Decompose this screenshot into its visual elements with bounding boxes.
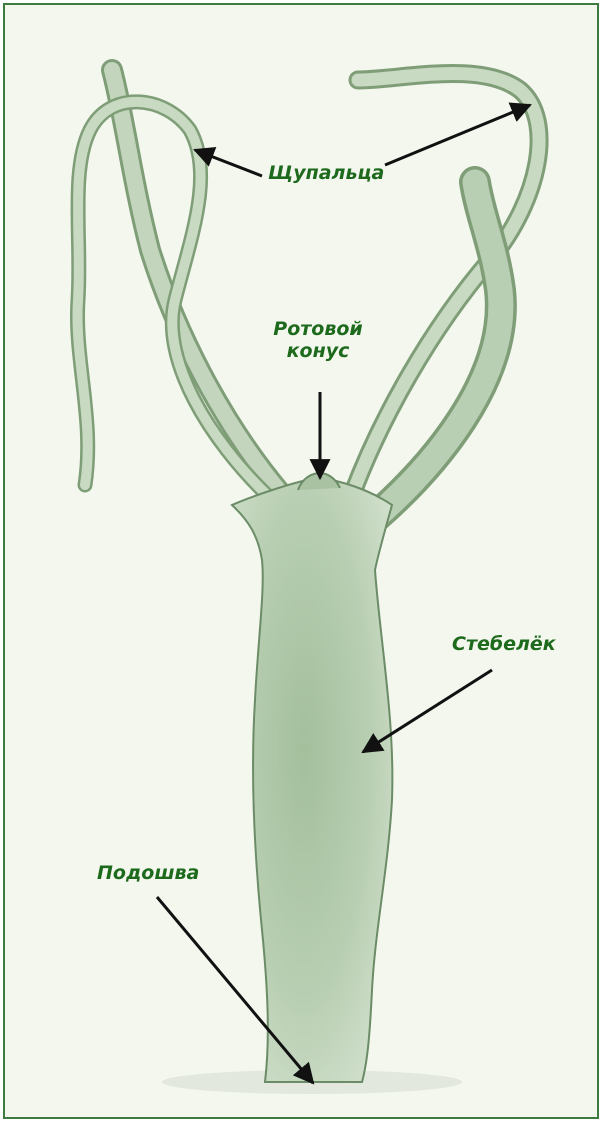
hydra-body <box>232 478 392 1082</box>
label-mouth-cone-line1: Ротовой <box>268 318 368 340</box>
label-tentacles: Щупальца <box>268 162 384 184</box>
tentacles <box>77 70 539 520</box>
label-stalk: Стебелёк <box>452 633 556 655</box>
label-mouth-cone: Ротовой конус <box>268 318 368 362</box>
label-foot: Подошва <box>97 862 199 884</box>
label-mouth-cone-line2: конус <box>268 340 368 362</box>
arrow-tentacles-right <box>385 105 530 165</box>
